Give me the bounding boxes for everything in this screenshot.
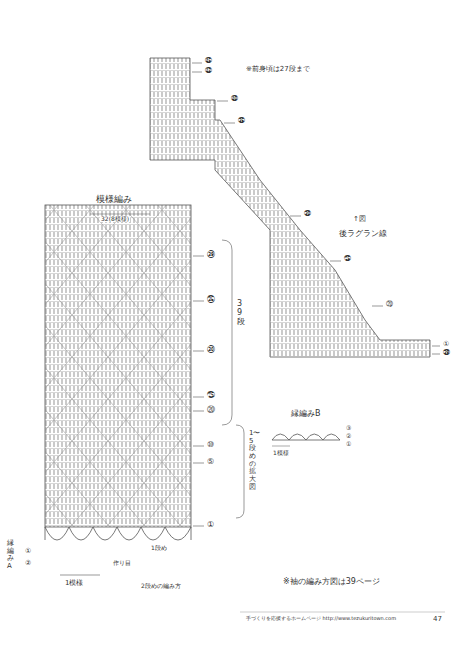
callout-number: ㊴: [206, 251, 216, 259]
callout-number: ①: [345, 441, 352, 447]
callout-number: ↑図: [352, 216, 367, 223]
edging-b: [272, 434, 340, 440]
callout-number: ⑤: [206, 458, 215, 466]
callout-number: ㉚: [206, 346, 216, 354]
callout-number: ⑩: [206, 441, 215, 449]
callout-number: ②: [345, 433, 352, 439]
chart-label: 1模様: [272, 450, 290, 456]
chart-label: ※前身頃は27段まで: [245, 66, 311, 73]
chart-label: 縁編みB: [290, 410, 322, 418]
chart-label: 作り目: [112, 560, 132, 566]
chart-label: 32(8模様): [100, 216, 130, 222]
chart-label: ※袖の編み方図は39ページ: [282, 578, 381, 586]
callout-number: ㉟: [237, 118, 246, 125]
chart-label: 後ラグラン線: [338, 230, 388, 238]
callout-number: 47: [432, 616, 443, 623]
repeat-bracket: [272, 446, 290, 447]
callout-number: ⑳: [385, 301, 394, 308]
row-arrows: [192, 63, 440, 354]
pattern-grid: [45, 205, 191, 527]
edging-side: [45, 527, 191, 540]
motif-lines: [45, 205, 191, 527]
callout-number: ①: [206, 521, 215, 529]
vertical-note: 縁編みA: [6, 540, 15, 571]
chart-label: 2段めの編み方: [140, 583, 182, 589]
chart-label: 模様編み: [95, 195, 133, 204]
row-arrows: [193, 256, 204, 526]
dimension-bracket: [222, 240, 232, 425]
footer-rule: [240, 612, 445, 613]
chart-label: 1段め: [150, 545, 168, 551]
raglan-grid: [150, 58, 430, 357]
callout-number: ㉚: [303, 211, 312, 218]
callout-number: ㉟: [206, 296, 216, 304]
vertical-note: 1〜5段めの拡大図: [248, 430, 257, 492]
callout-number: ㉕: [343, 256, 352, 263]
callout-number: ㊸: [204, 68, 213, 75]
callout-number: ㉕: [206, 392, 216, 400]
callout-number: ㊺: [204, 58, 213, 65]
chart-label: 1模様: [64, 580, 84, 587]
callout-number: ①: [442, 341, 450, 348]
callout-number: ③: [345, 425, 352, 431]
chart-label: 手づくりを応援するホームページ http://www.tezukuritown.…: [245, 616, 397, 621]
callout-number: ㊴: [442, 350, 451, 357]
callout-number: ⑳: [206, 406, 216, 414]
callout-number: ㊵: [230, 96, 239, 103]
width-line: [90, 214, 150, 215]
edging-a: [45, 527, 191, 540]
dimension-bracket: [236, 425, 244, 518]
callout-number: ②: [24, 560, 32, 567]
vertical-note: 39段: [236, 300, 246, 326]
callout-number: ①: [24, 548, 32, 555]
repeat-bracket: [60, 575, 100, 576]
